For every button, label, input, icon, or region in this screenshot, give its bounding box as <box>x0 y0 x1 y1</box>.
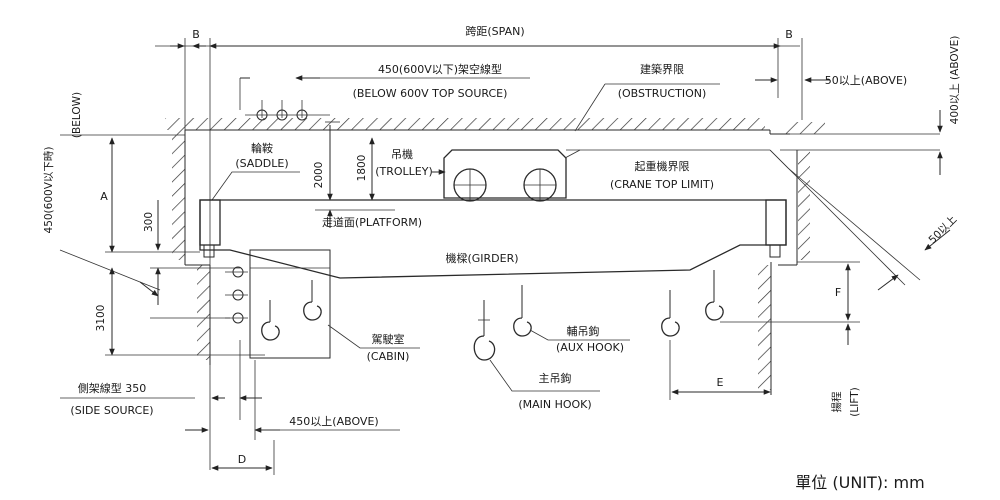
right-end-truck <box>765 199 787 246</box>
trolley-en: (TROLLEY) <box>375 165 433 178</box>
above-400-label: 400以上 (ABOVE) <box>949 36 961 125</box>
cabin-hook-left <box>261 300 280 341</box>
lift-en: (LIFT) <box>849 387 861 416</box>
dim-2000-label: 2000 <box>313 162 325 189</box>
dim-300-label: 300 <box>143 212 155 232</box>
trolley-title: 吊機 <box>391 147 413 161</box>
span-label: 跨距(SPAN) <box>465 25 524 38</box>
cabin <box>249 249 331 359</box>
crane-top-en: (CRANE TOP LIMIT) <box>610 178 714 191</box>
dim-1800-label: 1800 <box>356 155 368 182</box>
side-source-insulators <box>225 266 248 324</box>
right-wall-hatch <box>798 150 810 260</box>
saddle-leader <box>211 171 300 201</box>
platform-label: 走道面(PLATFORM) <box>322 215 422 229</box>
right-ceiling-hatch <box>785 122 825 134</box>
obstruction-en: (OBSTRUCTION) <box>618 87 707 100</box>
crane-top-title: 起重機界限 <box>635 159 690 173</box>
cabin-leader <box>327 324 420 349</box>
saddle-title: 輪鞍 <box>251 141 273 155</box>
right-column-hatch <box>758 265 771 390</box>
unit-label: 單位 (UNIT): mm <box>795 473 924 492</box>
cabin-en: (CABIN) <box>367 350 410 363</box>
ceiling-hatch <box>165 118 765 130</box>
side-source-title: 側架線型 350 <box>78 381 147 395</box>
dim-e-label: E <box>717 376 724 389</box>
lift-title: 揚程 <box>830 391 843 412</box>
b-right-label: B <box>785 28 793 41</box>
cabin-title: 駕駛室 <box>372 332 405 346</box>
dim-3100-label: 3100 <box>95 305 107 332</box>
main-hook-en: (MAIN HOOK) <box>518 398 591 411</box>
trolley <box>443 149 567 202</box>
below-450-label: 450(600V以下時) <box>43 147 55 234</box>
above-50-label: 50以上(ABOVE) <box>825 74 907 87</box>
girder <box>199 199 787 279</box>
dim-a-label: A <box>100 190 108 203</box>
obstruction-leader <box>574 83 606 132</box>
obstruction-title: 建築界限 <box>640 62 684 76</box>
top-source-en: (BELOW 600V TOP SOURCE) <box>353 87 508 100</box>
cabin-hook-right <box>303 280 322 321</box>
b-left-label: B <box>192 28 200 41</box>
main-hook-leader <box>489 359 600 392</box>
aux-hook-title: 輔吊鉤 <box>567 324 600 338</box>
diag-50-label: 50以上 <box>926 213 959 246</box>
aux-hook <box>513 285 532 337</box>
side-source-en: (SIDE SOURCE) <box>70 404 153 417</box>
main-hook-title: 主吊鉤 <box>539 371 572 385</box>
aux-hook-leader <box>529 329 630 341</box>
left-column-hatch <box>197 265 210 360</box>
above-450-label: 450以上(ABOVE) <box>289 415 378 428</box>
left-wall-hatch <box>172 130 185 260</box>
right-hook-a <box>661 290 680 337</box>
dim-f-label: F <box>835 286 841 299</box>
dim-d-label: D <box>238 453 246 466</box>
top-source-title: 450(600V以下)架空線型 <box>378 62 502 76</box>
top-source-insulators <box>239 75 530 121</box>
below-label: (BELOW) <box>71 92 83 138</box>
main-hook <box>473 300 496 361</box>
right-hook-b <box>705 270 724 321</box>
girder-label: 機樑(GIRDER) <box>445 251 518 265</box>
aux-hook-en: (AUX HOOK) <box>556 341 624 354</box>
saddle-en: (SADDLE) <box>235 157 288 170</box>
